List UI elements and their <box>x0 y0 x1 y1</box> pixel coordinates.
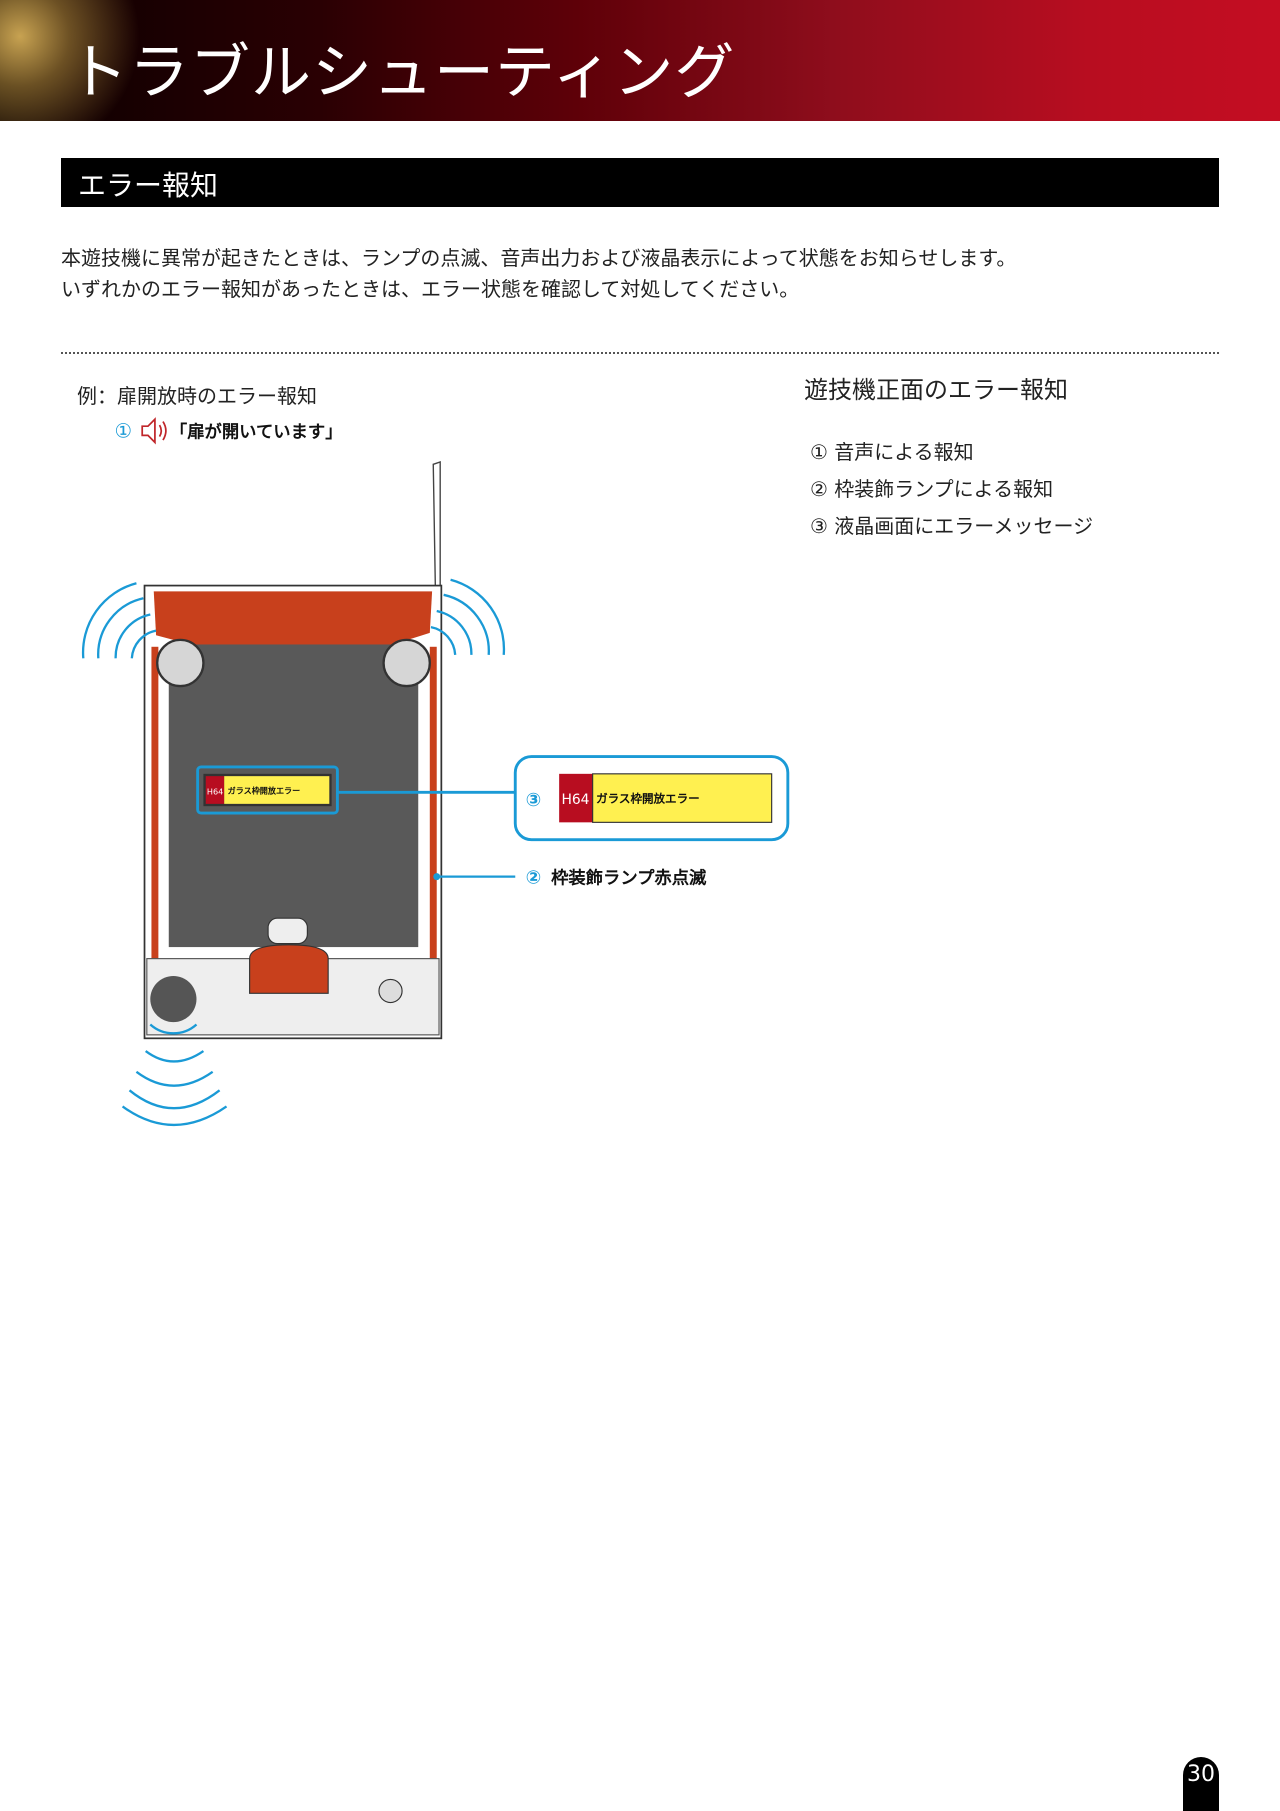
intro-line-1: 本遊技機に異常が起きたときは、ランプの点滅、音声出力および液晶表示によって状態を… <box>61 246 1017 270</box>
bottom-speaker <box>150 975 197 1023</box>
voice-number: ① <box>114 420 132 443</box>
open-door-edge <box>432 461 441 603</box>
left-side-lamp <box>151 646 159 965</box>
sound-waves-icon <box>81 578 506 1126</box>
left-speaker <box>156 638 205 688</box>
callout3-number: ③ <box>526 790 542 811</box>
screen-error-code-small: H64 <box>207 787 223 797</box>
front-error-heading: 遊技機正面のエラー報知 <box>804 376 1068 404</box>
gold-sparkle-decoration <box>0 0 200 121</box>
list-item: ③ 液晶画面にエラーメッセージ <box>810 514 1094 538</box>
page-number: 30 <box>1187 1762 1215 1787</box>
page-number-tab <box>1183 1757 1219 1811</box>
right-side-lamp <box>429 646 437 965</box>
handle-knob <box>267 917 308 945</box>
list-item: ② 枠装飾ランプによる報知 <box>810 477 1054 501</box>
screen-error-code: H64 <box>561 792 589 808</box>
right-speaker <box>382 638 431 688</box>
screen-error-message: ガラス枠開放エラー <box>596 792 700 806</box>
handle-base <box>249 944 329 994</box>
page-title: トラブルシューティング <box>68 38 736 108</box>
callout2-text: 枠装飾ランプ赤点滅 <box>551 868 707 889</box>
dotted-divider <box>61 352 1219 354</box>
section-bar <box>61 158 1219 207</box>
speaker-icon <box>141 417 167 445</box>
voice-text: 「扉が開いています」 <box>170 422 343 443</box>
top-lamp <box>153 591 433 645</box>
dial <box>378 978 403 1004</box>
section-title: エラー報知 <box>78 169 219 202</box>
intro-line-2: いずれかのエラー報知があったときは、エラー状態を確認して対処してください。 <box>61 277 800 301</box>
example-label: 例：扉開放時のエラー報知 <box>77 384 317 408</box>
page-header: トラブルシューティング <box>0 0 1280 121</box>
list-item: ① 音声による報知 <box>810 440 974 464</box>
screen-error-highlight <box>196 765 339 815</box>
screen-error-message-small: ガラス枠開放エラー <box>228 785 301 795</box>
callout2-number: ② <box>526 868 542 889</box>
